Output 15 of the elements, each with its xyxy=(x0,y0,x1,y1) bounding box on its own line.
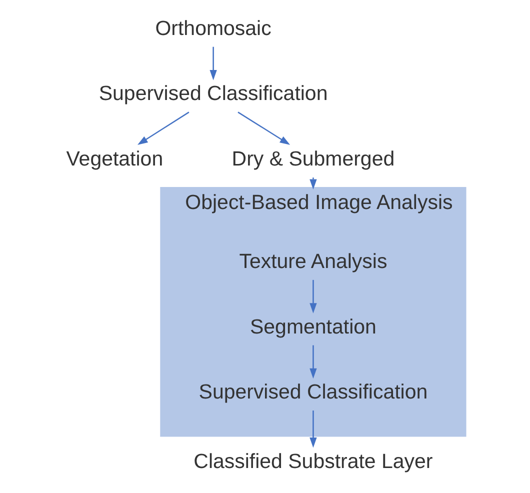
node-text: Classified Substrate Layer xyxy=(193,450,432,473)
arrow xyxy=(209,46,216,80)
arrow xyxy=(309,280,316,314)
node-text: Orthomosaic xyxy=(154,16,271,40)
arrow xyxy=(309,345,316,379)
arrow xyxy=(237,112,290,145)
node-text: Segmentation xyxy=(250,315,376,338)
node-text: Supervised Classification xyxy=(198,380,428,404)
arrow xyxy=(309,410,316,448)
node-text: Dry & Submerged xyxy=(231,148,394,171)
node-text: Vegetation xyxy=(66,148,163,171)
node-text: Texture Analysis xyxy=(238,250,387,274)
arrow xyxy=(136,112,189,145)
node-text: Supervised Classification xyxy=(98,82,328,106)
arrow xyxy=(309,178,316,190)
